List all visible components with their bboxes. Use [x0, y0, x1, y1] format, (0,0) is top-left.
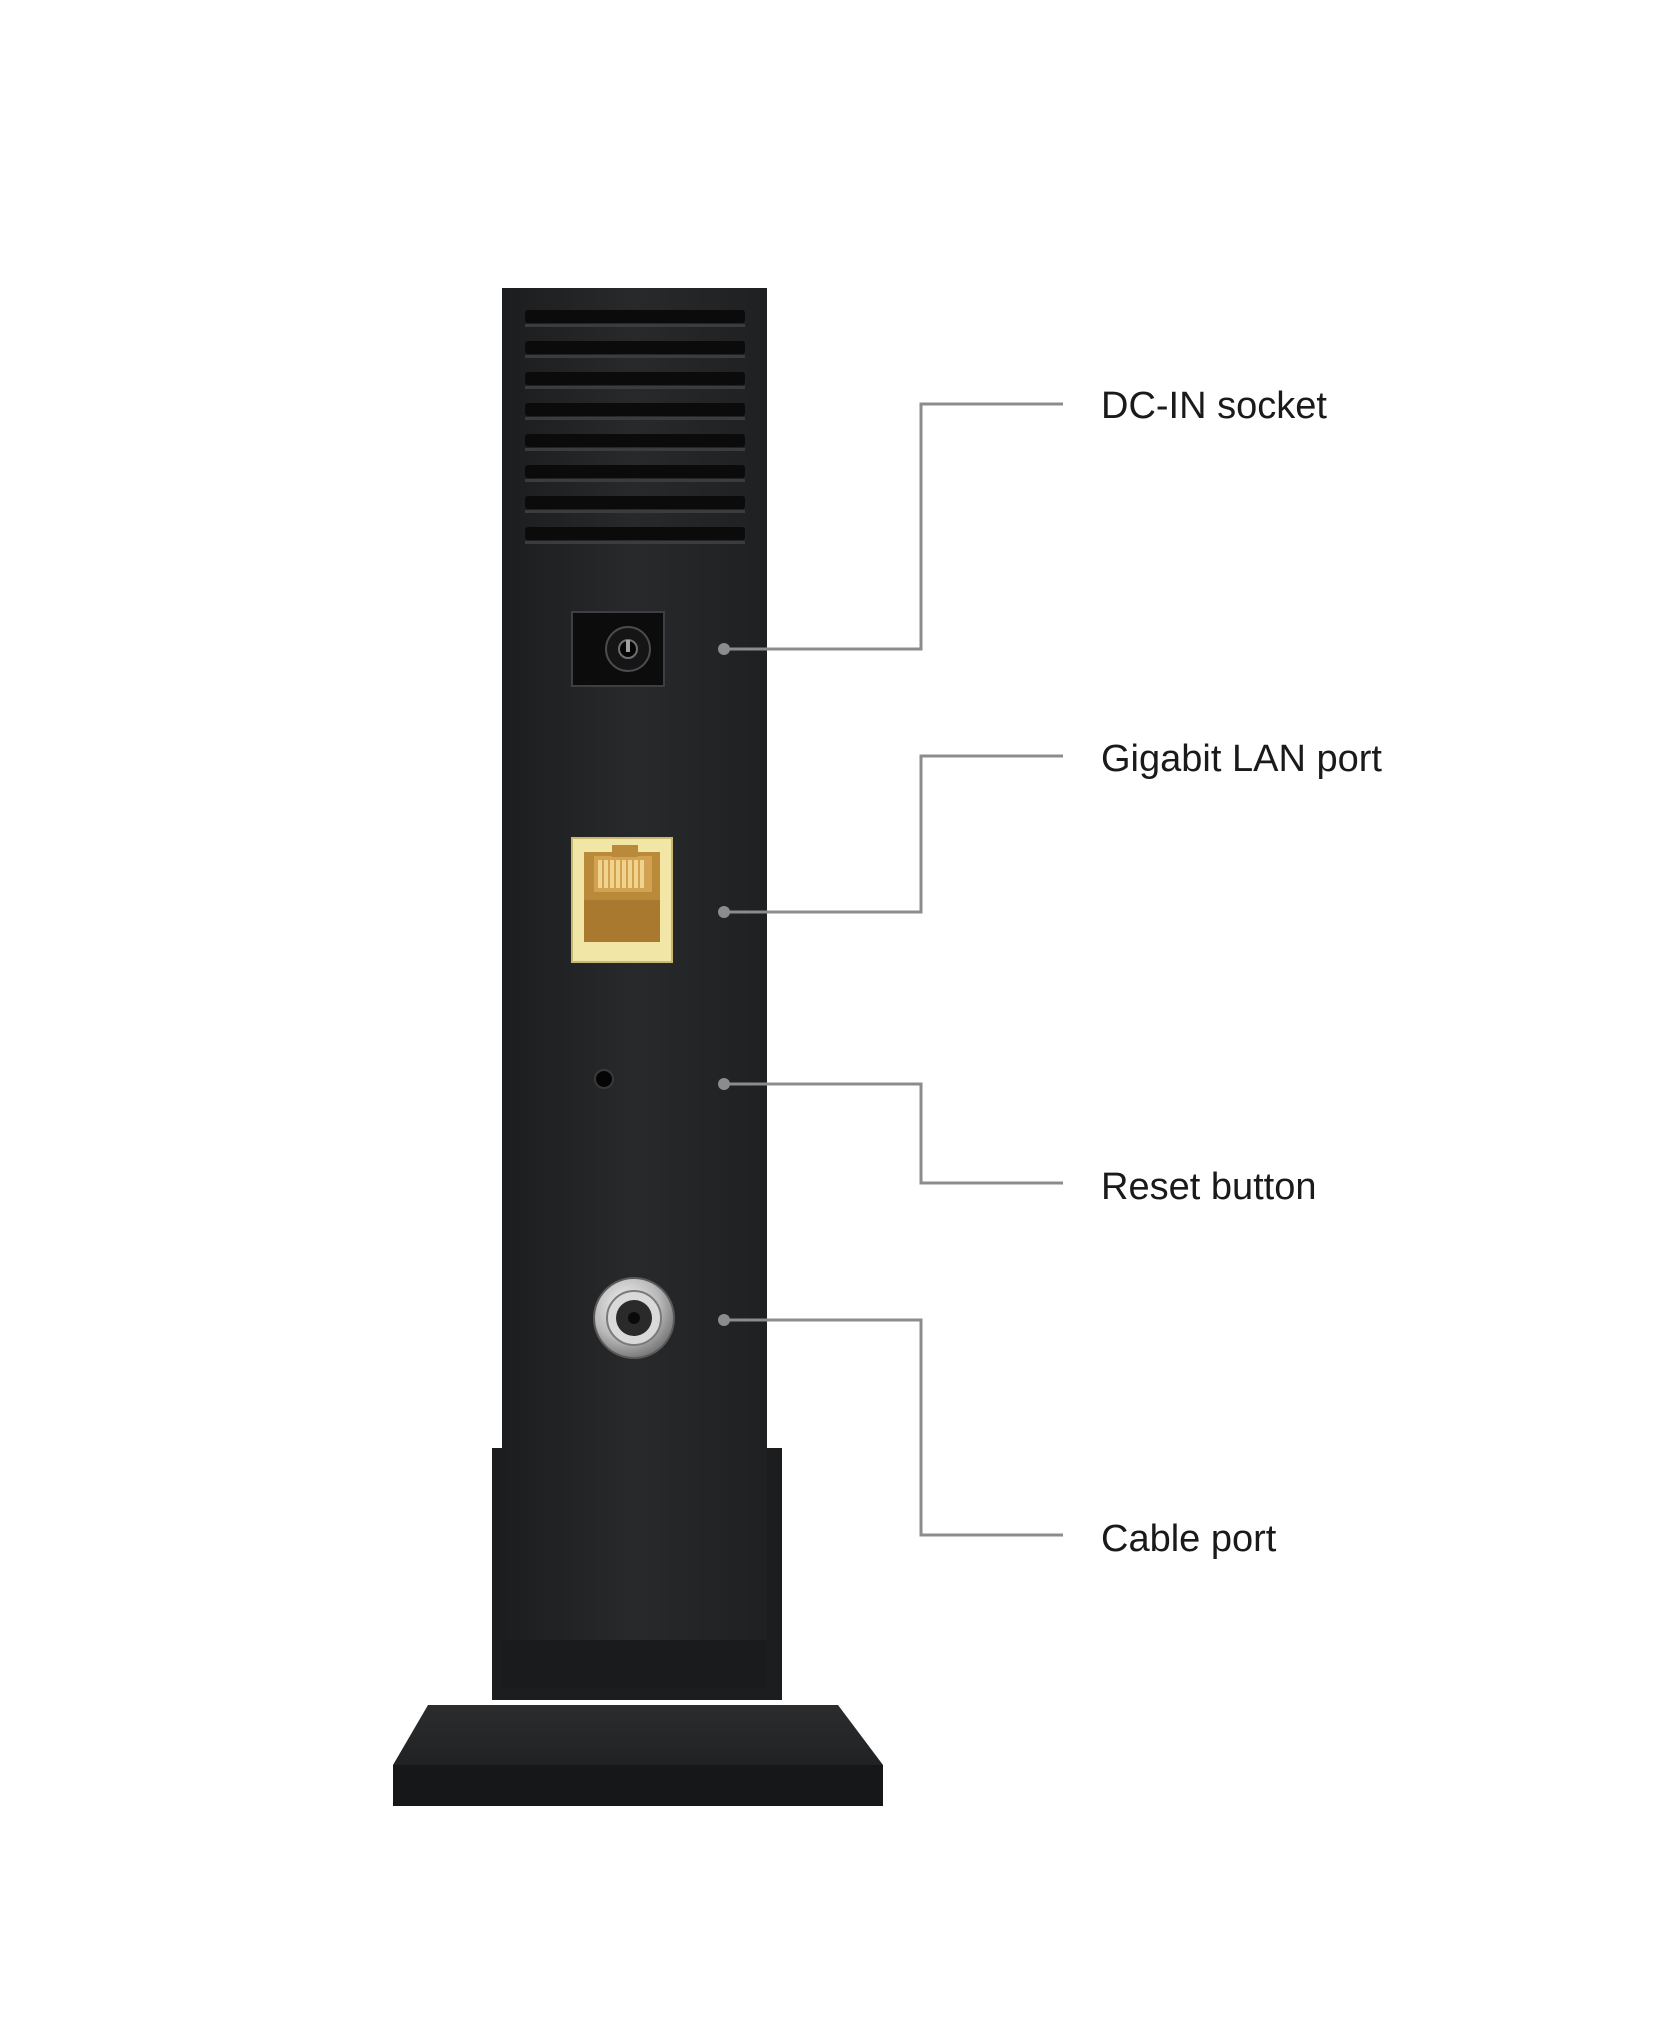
coax-cable-port-icon: [593, 1277, 675, 1359]
callout-line-reset: [724, 1082, 1063, 1185]
reset-pinhole-icon: [594, 1069, 614, 1089]
device-bottom-band: [502, 1640, 767, 1688]
callout-label-cable-port: Cable port: [1101, 1518, 1277, 1560]
callout-line-lan: [724, 754, 1063, 914]
callout-dots: [718, 643, 730, 1326]
callout-label-dc-in-socket: DC-IN socket: [1101, 385, 1327, 427]
callout-line-cable: [724, 1318, 1063, 1537]
callout-line-dc-in: [724, 402, 1063, 651]
callout-label-reset-button: Reset button: [1101, 1166, 1317, 1208]
vent-slot-highlights: [525, 324, 745, 544]
ethernet-port-icon: [571, 837, 673, 963]
callout-label-gigabit-lan-port: Gigabit LAN port: [1101, 738, 1382, 780]
vent-slots: [525, 310, 745, 540]
dc-in-socket-icon: [571, 611, 665, 687]
stand-base-edge: [393, 1765, 883, 1806]
device-body: [502, 288, 767, 1688]
callout-lines: [724, 402, 1063, 1537]
